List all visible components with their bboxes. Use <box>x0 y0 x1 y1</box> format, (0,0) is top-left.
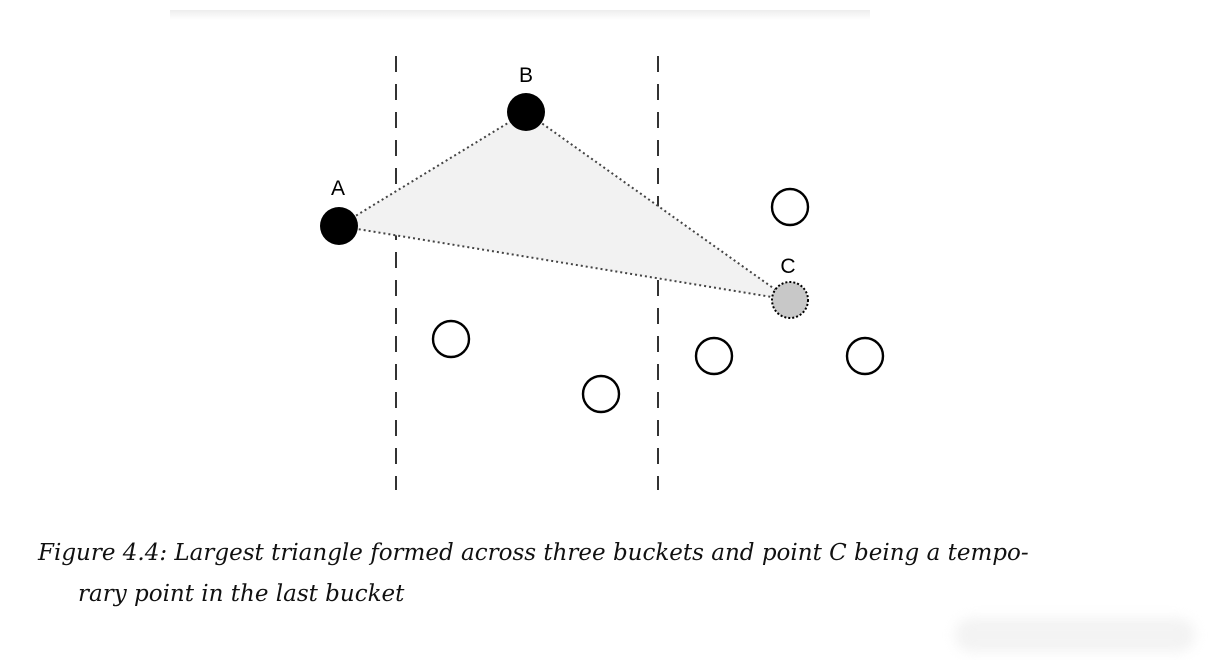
label-a: A <box>331 177 345 200</box>
caption-line-2: rary point in the last bucket <box>78 581 405 607</box>
label-c: C <box>780 255 795 278</box>
lttb-diagram: A B C <box>320 56 885 490</box>
unselected-point <box>694 336 734 376</box>
figure-caption: Figure 4.4: Largest triangle formed acro… <box>38 533 1188 615</box>
unselected-point <box>770 187 810 227</box>
unselected-point <box>431 319 471 359</box>
largest-triangle <box>339 112 790 300</box>
unselected-point <box>845 336 885 376</box>
triangle-edge-ab <box>338 111 527 227</box>
point-c-temporary <box>771 281 809 319</box>
top-fade <box>170 10 870 20</box>
point-a <box>320 207 358 245</box>
caption-line-1: Figure 4.4: Largest triangle formed acro… <box>38 540 1029 566</box>
blurred-watermark <box>955 618 1195 652</box>
label-b: B <box>519 64 533 87</box>
point-b <box>507 93 545 131</box>
triangle-edge-bc <box>525 111 791 301</box>
unselected-point <box>581 374 621 414</box>
triangle-edge-ac <box>338 225 791 301</box>
